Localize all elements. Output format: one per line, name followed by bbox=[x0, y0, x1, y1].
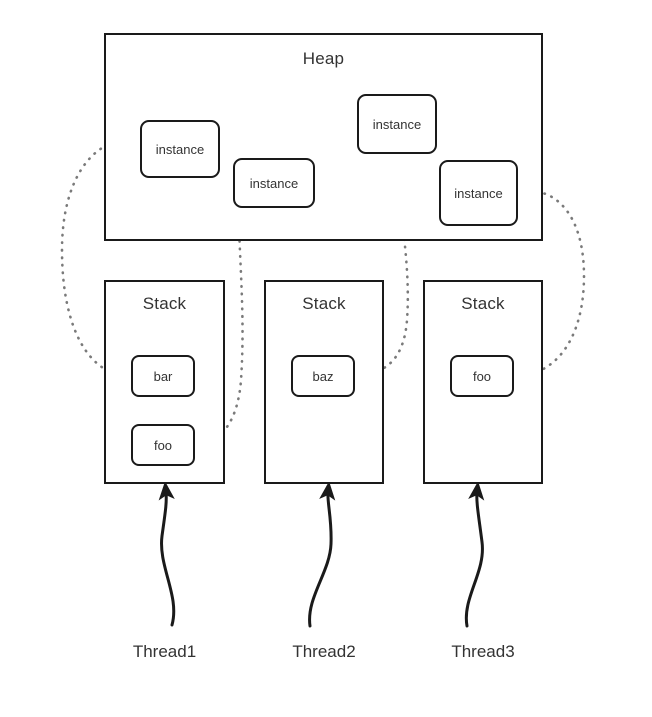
stack-frame-baz[interactable]: baz bbox=[291, 355, 355, 397]
thread-arrow-1 bbox=[158, 481, 176, 627]
thread-arrow-2 bbox=[308, 481, 336, 628]
stack-frame-label: foo bbox=[153, 437, 173, 453]
stack-frame-label: bar bbox=[153, 368, 173, 384]
heap-object-label: instance bbox=[249, 175, 299, 191]
heap-title: Heap bbox=[302, 49, 345, 68]
stack-frame-bar[interactable]: bar bbox=[131, 355, 195, 397]
heap-object-instance-2[interactable]: instance bbox=[233, 158, 315, 208]
stack-frame-foo-thread3[interactable]: foo bbox=[450, 355, 514, 397]
heap-object-instance-1[interactable]: instance bbox=[140, 120, 220, 178]
heap-object-label: instance bbox=[372, 116, 422, 132]
heap-object-instance-3[interactable]: instance bbox=[357, 94, 437, 154]
stack-title-2: Stack bbox=[302, 294, 346, 313]
heap-object-label: instance bbox=[454, 185, 503, 201]
reference-arrow-bar-to-instance1 bbox=[60, 133, 135, 378]
heap-object-label: instance bbox=[155, 141, 205, 157]
stack-title-1: Stack bbox=[142, 294, 187, 313]
stack-title-3: Stack bbox=[461, 294, 505, 313]
thread-label-2: Thread2 bbox=[292, 642, 356, 661]
stack-frame-foo-thread1[interactable]: foo bbox=[131, 424, 195, 466]
reference-arrow-foo3-to-instance4 bbox=[513, 184, 586, 378]
reference-arrow-baz-to-instance3 bbox=[354, 157, 410, 378]
stack-frame-label: foo bbox=[472, 368, 492, 384]
thread-label-3: Thread3 bbox=[451, 642, 515, 661]
thread-label-1: Thread1 bbox=[132, 642, 197, 661]
thread-arrow-3 bbox=[464, 481, 485, 628]
heap-object-instance-4[interactable]: instance bbox=[439, 160, 518, 226]
stack-frame-label: baz bbox=[312, 368, 334, 384]
